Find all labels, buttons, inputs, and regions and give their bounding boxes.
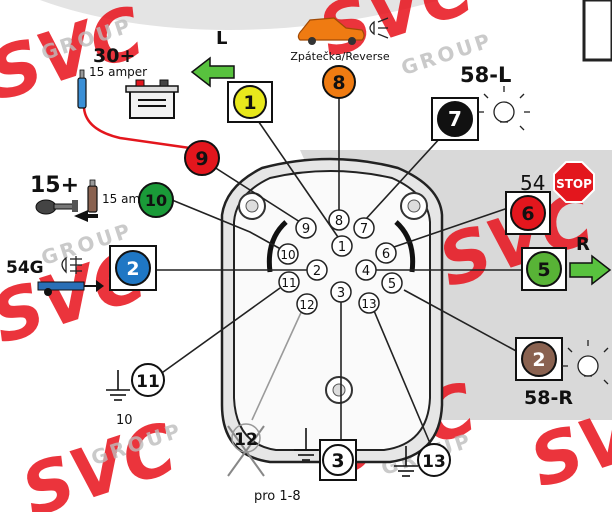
svg-text:7: 7: [448, 107, 462, 131]
svg-text:3: 3: [337, 286, 345, 301]
badge-6: 6: [505, 191, 551, 235]
ground-icon: [294, 428, 318, 461]
svg-text:9: 9: [302, 222, 310, 237]
fog-lamp-icon: [61, 256, 82, 274]
pin-4: 4: [355, 259, 377, 281]
bulb-icon: [478, 86, 530, 131]
svg-text:13: 13: [361, 297, 376, 311]
badge-8: 8: [322, 65, 356, 99]
pin-9: 9: [295, 217, 317, 239]
pin-7: 7: [353, 217, 375, 239]
badge-1: 1: [227, 81, 273, 123]
badge-5: 5: [521, 247, 567, 291]
svg-text:2: 2: [532, 349, 545, 371]
pin-1: 1: [331, 235, 353, 257]
pin-11: 11: [278, 271, 300, 293]
pin-6: 6: [375, 242, 397, 264]
badge-2-brown: 2: [515, 337, 563, 381]
ignition-key-icon: [35, 199, 78, 215]
badge-2-blue: 2: [109, 245, 157, 291]
socket: [220, 157, 444, 464]
badge-10: 10: [138, 182, 174, 218]
wire-1: [251, 111, 341, 241]
wire-6: [390, 207, 509, 249]
pin-13: 13: [358, 292, 380, 314]
svg-text:10: 10: [145, 191, 167, 210]
label-left: L: [216, 28, 227, 49]
svg-text:5: 5: [537, 259, 550, 281]
badge-13: 13: [417, 443, 451, 477]
arrow-left-icon: [190, 56, 235, 88]
badge-12: 12: [227, 423, 265, 477]
fuse-icon: [77, 77, 87, 109]
socket-inner: [233, 170, 431, 451]
svg-text:6: 6: [382, 247, 390, 262]
badge-7: 7: [431, 97, 479, 141]
label-amp-30: 15 amper: [89, 65, 147, 79]
label-ground-10: 10: [116, 413, 133, 428]
svg-text:7: 7: [360, 222, 368, 237]
badge-3: 3: [319, 439, 357, 481]
label-right: R: [576, 234, 590, 255]
pin-10: 10: [277, 243, 299, 265]
svg-text:2: 2: [126, 258, 139, 280]
svg-text:12: 12: [234, 430, 258, 450]
svg-text:8: 8: [335, 214, 343, 229]
svg-text:10: 10: [280, 248, 295, 262]
label-58l: 58-L: [460, 63, 511, 87]
svg-text:1: 1: [338, 240, 346, 255]
fuse-icon: [87, 179, 98, 213]
wire-30-red: [82, 107, 191, 150]
svg-text:9: 9: [195, 148, 208, 170]
lamp-icon: [369, 17, 389, 39]
bulb-icon: [562, 340, 609, 385]
label-54g: 54G: [6, 258, 44, 278]
wire-11: [151, 287, 281, 381]
battery-group: 30+ 15 amper: [77, 45, 179, 119]
battery-icon: [125, 79, 179, 119]
pin-5: 5: [381, 272, 403, 294]
label-pro-1-8: pro 1-8: [254, 489, 301, 504]
trailer-icon: [37, 280, 104, 296]
pins: 1 2 3 4 5 6 7 8 9 10 11 12 13: [277, 209, 403, 315]
badge-9: 9: [184, 140, 220, 176]
wire-5: [403, 289, 519, 353]
svg-text:6: 6: [521, 203, 534, 225]
ground-icon: [394, 446, 418, 477]
ground-icon: [106, 370, 130, 401]
svg-text:11: 11: [281, 276, 296, 290]
label-30plus: 30+: [93, 45, 135, 67]
pin-2: 2: [306, 259, 328, 281]
pin-12: 12: [296, 293, 318, 315]
wires: [82, 95, 526, 455]
label-15plus: 15+: [30, 173, 79, 198]
svg-text:12: 12: [299, 298, 314, 312]
badge-11: 11: [131, 363, 165, 397]
pin-3: 3: [330, 281, 352, 303]
svg-text:8: 8: [332, 72, 345, 94]
arrow-left-small-icon: [74, 210, 98, 222]
svg-text:3: 3: [331, 450, 344, 472]
svg-text:5: 5: [388, 277, 396, 292]
stop-sign-icon: STOP: [553, 161, 595, 203]
wire-9: [199, 157, 301, 223]
svg-text:2: 2: [313, 264, 321, 279]
svg-text:11: 11: [136, 372, 160, 392]
svg-text:STOP: STOP: [556, 177, 592, 191]
wire-12: [251, 305, 305, 421]
svg-text:13: 13: [422, 452, 446, 472]
label-58r: 58-R: [524, 387, 573, 409]
svg-text:1: 1: [243, 92, 256, 114]
pin-8: 8: [328, 209, 350, 231]
top-arc: [40, 0, 440, 30]
label-reverse: Zpátečka/Reverse: [290, 50, 389, 63]
car-icon: [297, 17, 365, 45]
wire-10: [171, 199, 287, 253]
corner-box: [582, 0, 612, 62]
arrow-right-icon: [569, 254, 612, 286]
wire-13: [371, 305, 433, 449]
svg-text:4: 4: [362, 264, 370, 279]
